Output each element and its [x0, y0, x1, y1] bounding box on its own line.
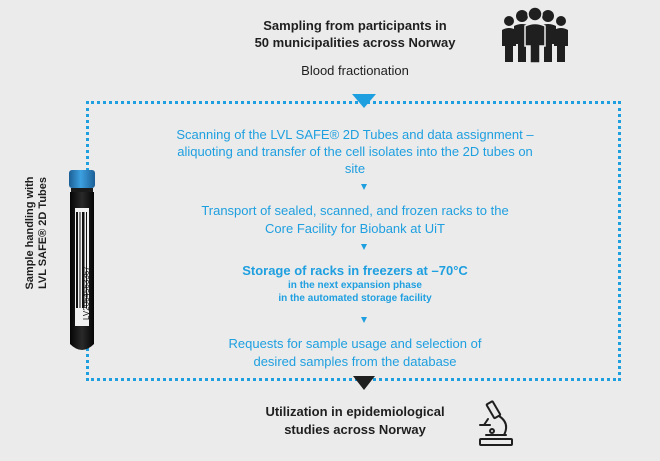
- step-scanning-line2: aliquoting and transfer of the cell isol…: [177, 144, 533, 159]
- step-arrow-icon: [361, 244, 367, 250]
- step-scanning: Scanning of the LVL SAFE® 2D Tubes and d…: [152, 126, 558, 177]
- footer-title: Utilization in epidemiological studies a…: [230, 403, 480, 439]
- side-label-line2: LVL SAFE® 2D Tubes: [37, 177, 49, 290]
- step-scanning-line1: Scanning of the LVL SAFE® 2D Tubes and d…: [176, 127, 534, 142]
- step-transport-line1: Transport of sealed, scanned, and frozen…: [201, 203, 509, 218]
- microscope-icon: [479, 400, 513, 446]
- side-label-line1: Sample handling with: [24, 176, 36, 290]
- footer-line2: studies across Norway: [284, 422, 426, 437]
- tube-code: LV2064563367: [82, 266, 91, 320]
- step-requests-line2: desired samples from the database: [253, 354, 457, 369]
- header-title: Sampling from participants in 50 municip…: [230, 17, 480, 51]
- step-storage-title: Storage of racks in freezers at –70°C: [242, 263, 468, 278]
- step-requests: Requests for sample usage and selection …: [152, 335, 558, 371]
- step-arrow-icon: [361, 184, 367, 190]
- people-group-icon: [502, 6, 568, 64]
- step-storage-sub1: in the next expansion phase: [288, 280, 422, 291]
- header-title-line2: 50 municipalities across Norway: [254, 35, 456, 50]
- step-storage: Storage of racks in freezers at –70°C in…: [152, 262, 558, 305]
- step-transport-line2: Core Facility for Biobank at UiT: [265, 221, 445, 236]
- step-arrow-icon: [361, 317, 367, 323]
- sample-tube-icon: LV2064563367: [69, 170, 95, 350]
- header-subtitle: Blood fractionation: [301, 63, 409, 78]
- step-requests-line1: Requests for sample usage and selection …: [228, 336, 482, 351]
- footer-line1: Utilization in epidemiological: [265, 404, 445, 419]
- step-scanning-line3: site: [344, 161, 366, 176]
- header-title-line1: Sampling from participants in: [263, 18, 447, 33]
- side-label: Sample handling with LVL SAFE® 2D Tubes: [24, 133, 50, 333]
- entry-arrow-icon: [352, 94, 376, 108]
- exit-arrow-icon: [353, 376, 375, 390]
- step-transport: Transport of sealed, scanned, and frozen…: [152, 202, 558, 238]
- step-storage-sub2: in the automated storage facility: [278, 293, 432, 304]
